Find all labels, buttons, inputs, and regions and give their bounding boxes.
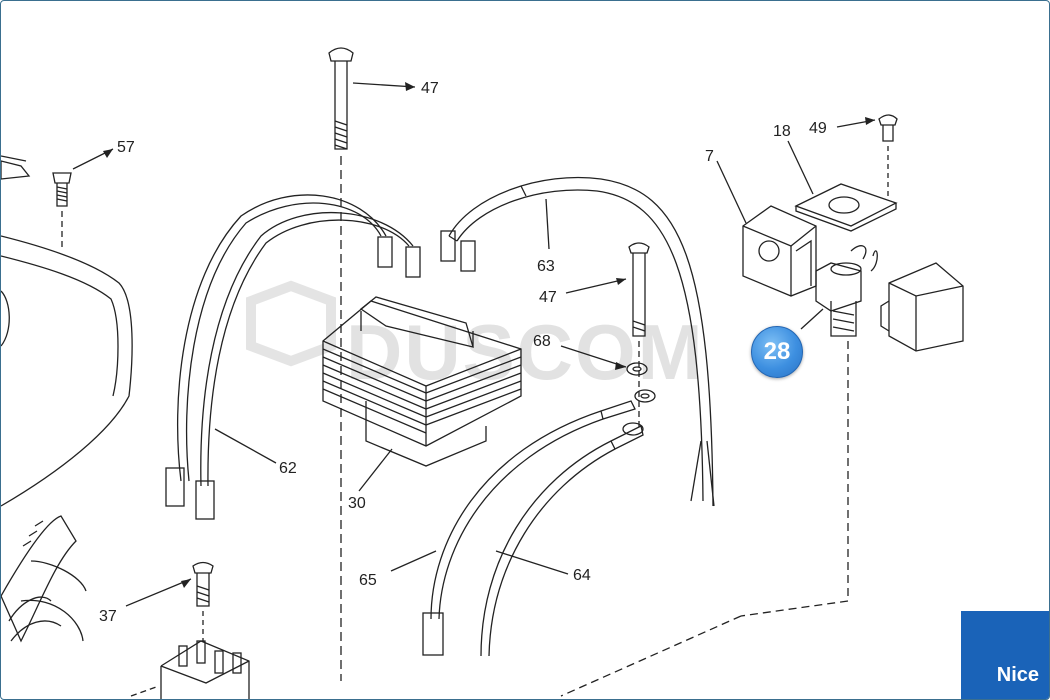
- label-37: 37: [99, 608, 117, 625]
- screw-57: [52, 148, 114, 251]
- watermark-text: DUSCOM: [346, 308, 705, 396]
- highlight-badge-label: 28: [763, 338, 791, 365]
- assembly-line: [560, 615, 742, 697]
- connector-cap: [880, 262, 964, 352]
- label-47-top: 47: [421, 80, 439, 97]
- label-68: 68: [533, 333, 551, 350]
- label-30: 30: [348, 495, 366, 512]
- relay-connector: [130, 640, 250, 699]
- washers-68: [560, 345, 656, 436]
- leader-arrowheads: [103, 82, 875, 588]
- highlight-badge-28[interactable]: 28: [751, 326, 803, 378]
- brand-logo: Nice: [961, 611, 1049, 699]
- watermark: DUSCOM: [246, 280, 705, 396]
- screw-49: [836, 114, 898, 196]
- screw-37: [125, 561, 214, 641]
- terminal-block: [1, 515, 87, 643]
- label-57: 57: [117, 139, 135, 156]
- brand-logo-text: Nice: [996, 664, 1039, 686]
- label-49: 49: [809, 120, 827, 137]
- part-labels: 47 57 49 18 7 63 47 68 62 30 65 64 37: [99, 80, 827, 625]
- label-63: 63: [537, 258, 555, 275]
- wire-64: [480, 425, 644, 657]
- housing-cover: [1, 155, 133, 507]
- label-18: 18: [773, 123, 791, 140]
- screw-47-long: [328, 47, 416, 681]
- label-62: 62: [279, 460, 297, 477]
- wire-harness-62: [165, 194, 421, 520]
- label-65: 65: [359, 572, 377, 589]
- wire-harness-63: [440, 176, 715, 507]
- label-7: 7: [705, 148, 714, 165]
- transformer-30: [322, 296, 522, 492]
- screw-47-short: [565, 242, 650, 431]
- part-28-solenoid: [740, 245, 878, 617]
- wire-65: [390, 400, 636, 656]
- bracket-7: [716, 160, 817, 297]
- label-47-middle: 47: [539, 289, 557, 306]
- label-64: 64: [573, 567, 591, 584]
- watermark-logo-icon: [246, 280, 336, 367]
- plate-18: [787, 140, 898, 232]
